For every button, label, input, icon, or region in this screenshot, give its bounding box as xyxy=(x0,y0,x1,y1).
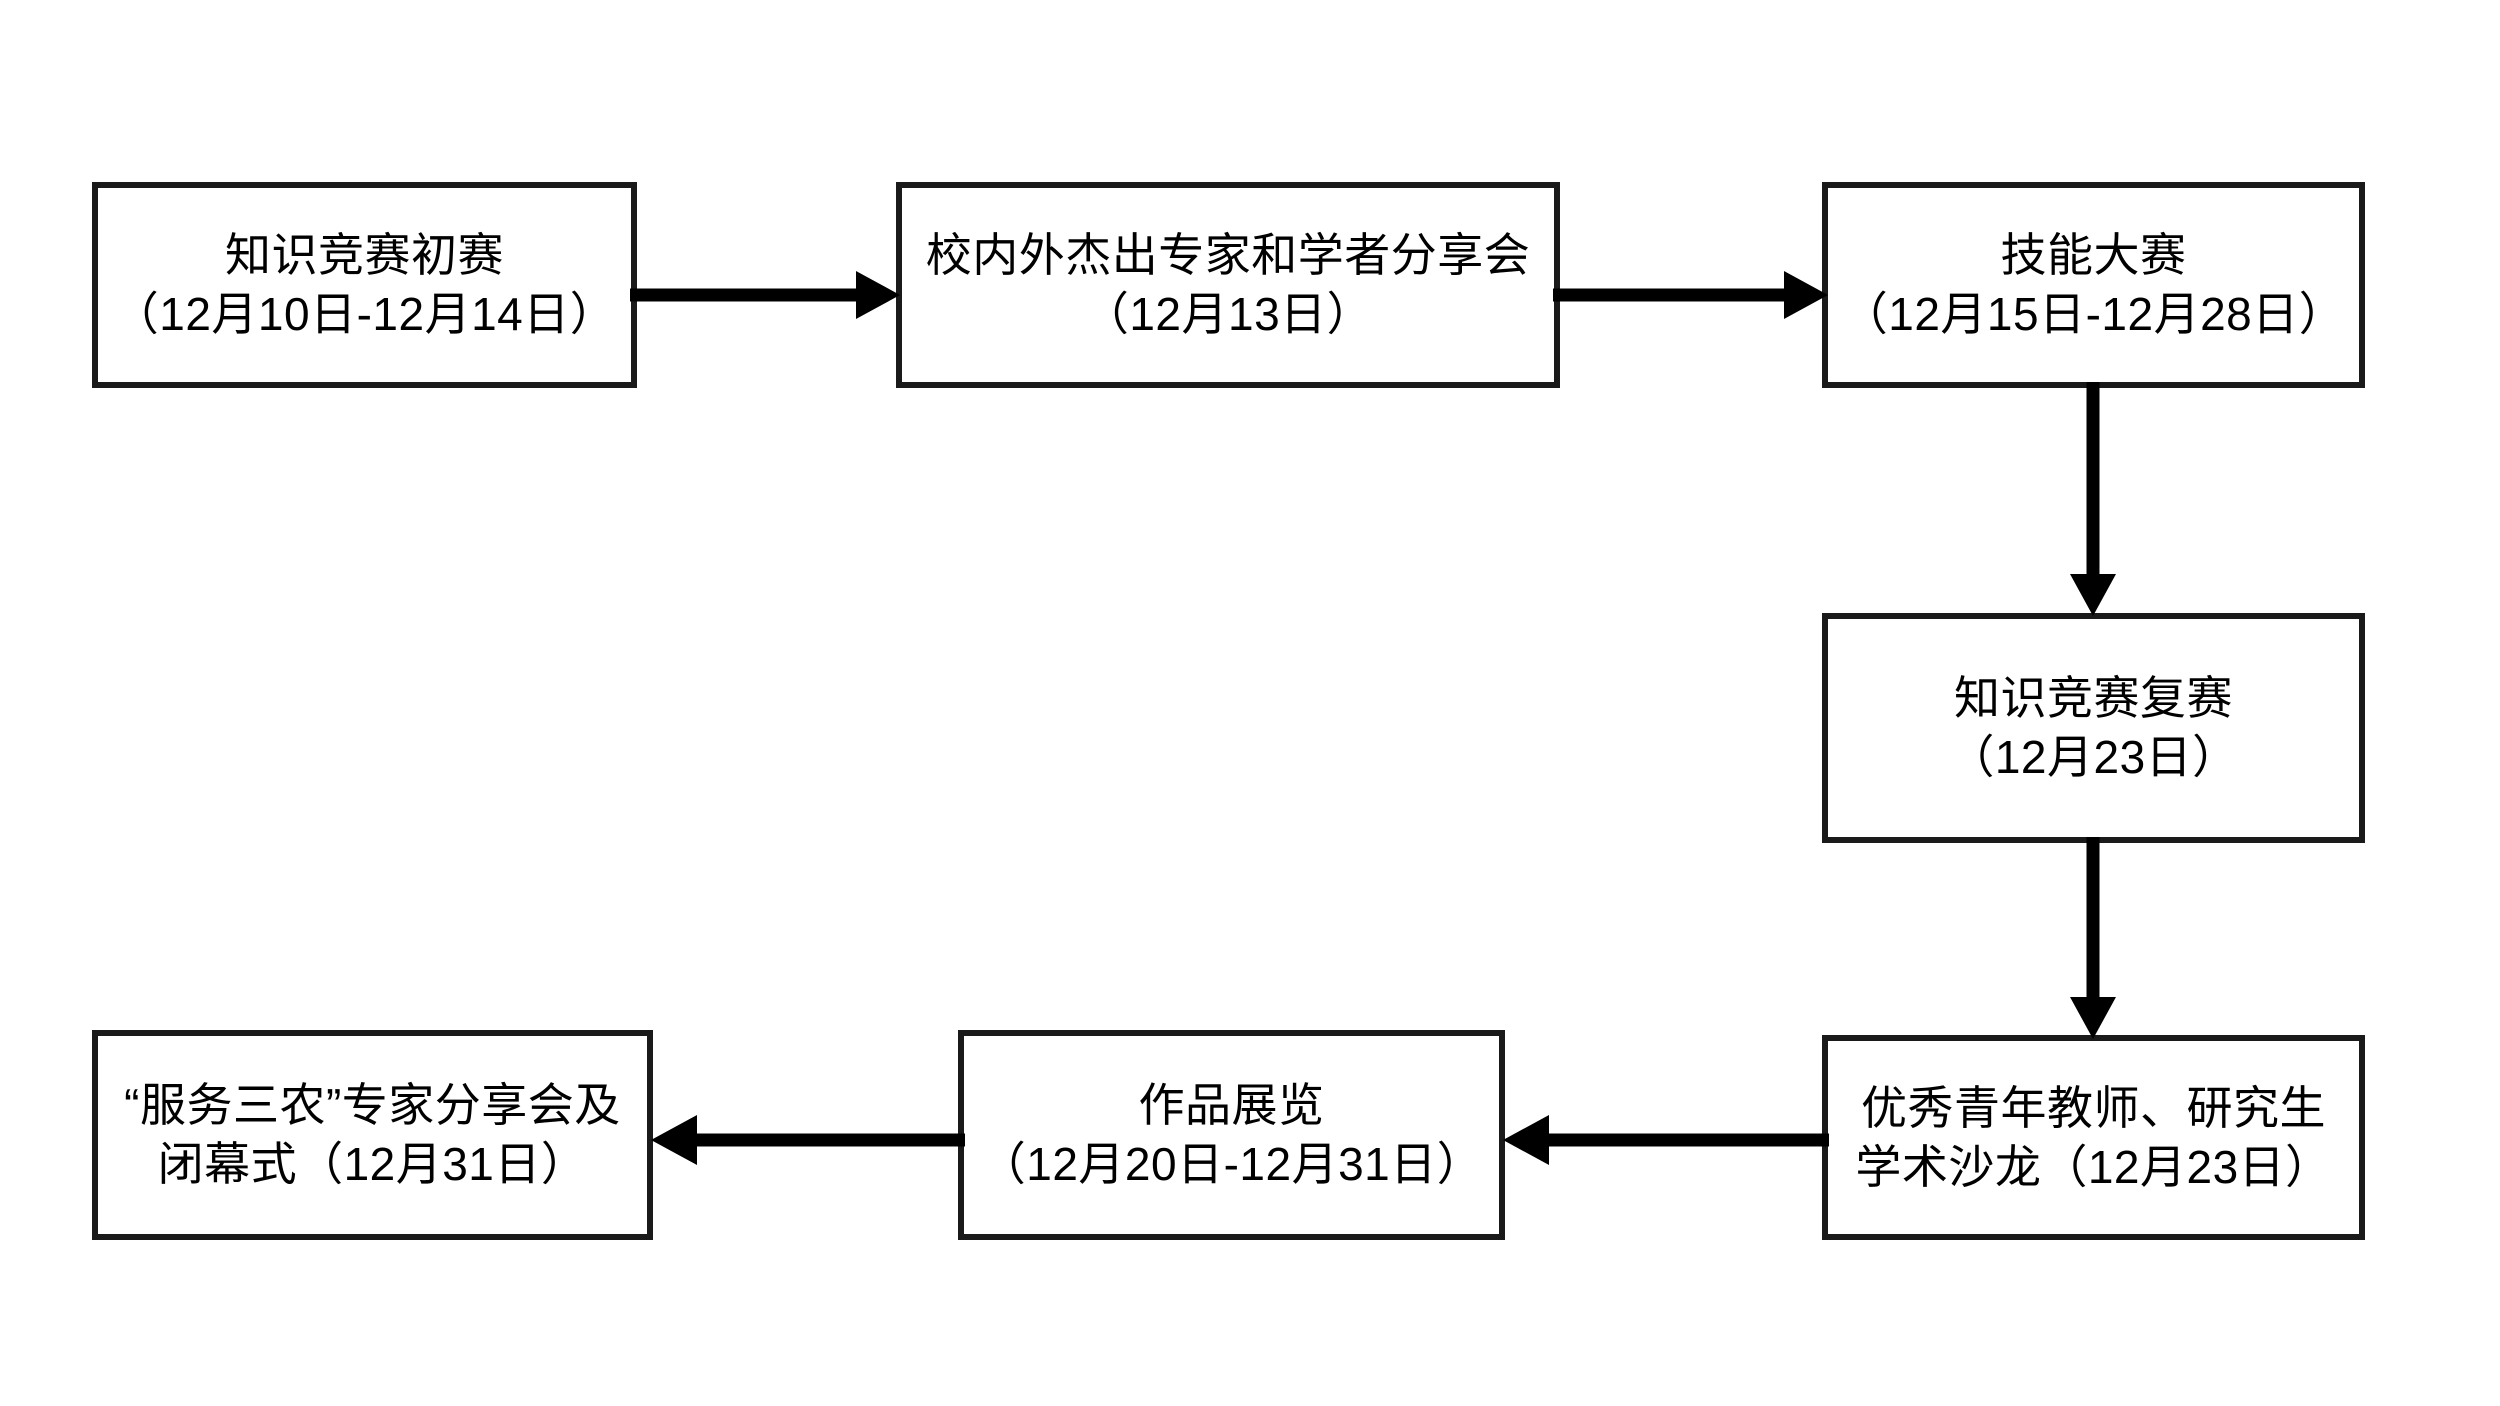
node-quiz-prelim-label: 知识竞赛初赛 （12月10日-12月14日） xyxy=(112,229,617,340)
arrow-expert-share-to-skill-contest xyxy=(1553,258,1833,332)
node-skill-contest[interactable]: 技能大赛 （12月15日-12月28日） xyxy=(1822,182,2365,388)
node-skill-contest-label: 技能大赛 （12月15日-12月28日） xyxy=(1841,229,2346,340)
node-closing-ceremony-label: “服务三农”专家分享会及 闭幕式（12月31日） xyxy=(124,1079,621,1190)
node-works-exhibition[interactable]: 作品展览 （12月20日-12月31日） xyxy=(958,1030,1505,1240)
node-quiz-semifinal[interactable]: 知识竞赛复赛 （12月23日） xyxy=(1822,613,2365,843)
node-expert-share-label: 校内外杰出专家和学者分享会 （12月13日） xyxy=(925,229,1531,340)
node-expert-share[interactable]: 校内外杰出专家和学者分享会 （12月13日） xyxy=(896,182,1560,388)
arrow-works-exhibition-to-closing-ceremony xyxy=(645,1103,965,1177)
node-quiz-semifinal-label: 知识竞赛复赛 （12月23日） xyxy=(1948,672,2239,783)
arrow-academic-salon-to-works-exhibition xyxy=(1497,1103,1829,1177)
arrow-quiz-prelim-to-expert-share xyxy=(630,258,905,332)
node-academic-salon[interactable]: 优秀青年教师、研究生 学术沙龙（12月23日） xyxy=(1822,1035,2365,1240)
node-works-exhibition-label: 作品展览 （12月20日-12月31日） xyxy=(979,1079,1484,1190)
arrow-skill-contest-to-quiz-semifinal xyxy=(2056,382,2130,620)
node-academic-salon-label: 优秀青年教师、研究生 学术沙龙（12月23日） xyxy=(1855,1081,2332,1193)
node-quiz-prelim[interactable]: 知识竞赛初赛 （12月10日-12月14日） xyxy=(92,182,637,388)
arrow-quiz-semifinal-to-academic-salon xyxy=(2056,837,2130,1043)
node-closing-ceremony[interactable]: “服务三农”专家分享会及 闭幕式（12月31日） xyxy=(92,1030,653,1240)
